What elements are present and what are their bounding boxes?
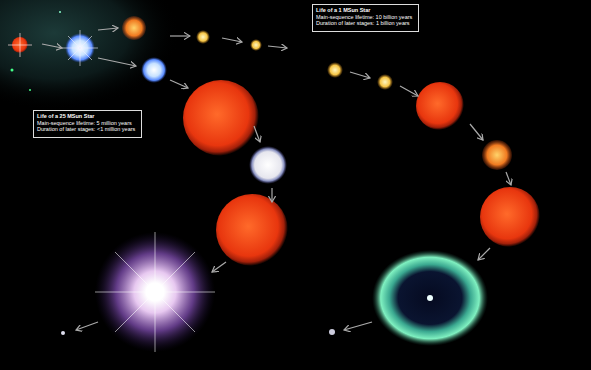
box-line: Main-sequence lifetime: 5 million years xyxy=(37,120,138,127)
box-line: Duration of later stages: 1 billion year… xyxy=(316,20,415,27)
box-line: Duration of later stages: <1 million yea… xyxy=(37,126,138,133)
info-box: Life of a 25 MSun StarMain-sequence life… xyxy=(33,110,142,138)
box-heading: Life of a 1 MSun Star xyxy=(316,7,415,14)
box-line: Main-sequence lifetime: 10 billion years xyxy=(316,14,415,21)
info-box: Life of a 1 MSun StarMain-sequence lifet… xyxy=(312,4,419,32)
box-heading: Life of a 25 MSun Star xyxy=(37,113,138,120)
